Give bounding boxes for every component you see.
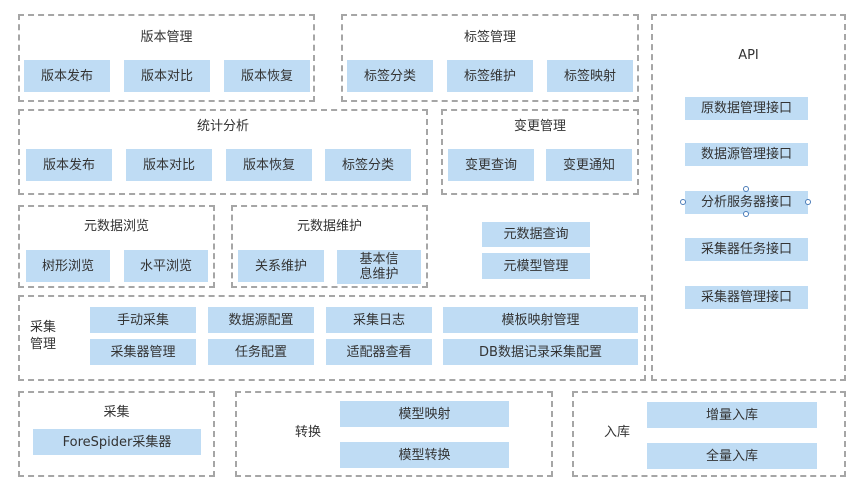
change-management-group: 变更管理 变更查询 变更通知 bbox=[441, 109, 639, 195]
task-config-box[interactable]: 任务配置 bbox=[208, 339, 314, 365]
source-data-manage-api-box[interactable]: 原数据管理接口 bbox=[685, 97, 808, 120]
collect-group: 采集 ForeSpider采集器 bbox=[18, 391, 215, 477]
incremental-store-box[interactable]: 增量入库 bbox=[647, 402, 817, 428]
change-management-title: 变更管理 bbox=[513, 119, 566, 134]
stats-version-restore-box[interactable]: 版本恢复 bbox=[226, 149, 312, 181]
tag-classify-box[interactable]: 标签分类 bbox=[347, 60, 433, 92]
relation-maintain-box[interactable]: 关系维护 bbox=[238, 250, 324, 282]
full-store-box[interactable]: 全量入库 bbox=[647, 443, 817, 469]
stats-tag-classify-box[interactable]: 标签分类 bbox=[325, 149, 411, 181]
version-restore-box[interactable]: 版本恢复 bbox=[224, 60, 310, 92]
tag-management-title: 标签管理 bbox=[463, 30, 516, 45]
db-record-collect-config-box[interactable]: DB数据记录采集配置 bbox=[443, 339, 638, 365]
change-notify-box[interactable]: 变更通知 bbox=[546, 149, 632, 181]
manual-collect-box[interactable]: 手动采集 bbox=[90, 307, 196, 333]
version-publish-box[interactable]: 版本发布 bbox=[24, 60, 110, 92]
selection-handle-left[interactable] bbox=[680, 199, 686, 205]
tag-maintain-box[interactable]: 标签维护 bbox=[447, 60, 533, 92]
store-label: 入库 bbox=[604, 425, 631, 440]
adapter-view-box[interactable]: 适配器查看 bbox=[326, 339, 432, 365]
horizontal-browse-box[interactable]: 水平浏览 bbox=[124, 250, 208, 282]
tree-browse-box[interactable]: 树形浏览 bbox=[26, 250, 110, 282]
tag-management-group: 标签管理 标签分类 标签维护 标签映射 bbox=[341, 14, 639, 102]
datasource-config-box[interactable]: 数据源配置 bbox=[208, 307, 314, 333]
metadata-query-box[interactable]: 元数据查询 bbox=[482, 222, 590, 247]
model-convert-box[interactable]: 模型转换 bbox=[340, 442, 509, 468]
datasource-manage-api-box[interactable]: 数据源管理接口 bbox=[685, 143, 808, 166]
selection-handle-bottom[interactable] bbox=[743, 211, 749, 217]
statistics-group: 统计分析 版本发布 版本对比 版本恢复 标签分类 bbox=[18, 109, 428, 195]
api-title: API bbox=[738, 48, 759, 63]
store-group: 入库 增量入库 全量入库 bbox=[572, 391, 846, 477]
model-mapping-box[interactable]: 模型映射 bbox=[340, 401, 509, 427]
basic-info-maintain-box[interactable]: 基本信息维护 bbox=[337, 250, 421, 284]
stats-version-publish-box[interactable]: 版本发布 bbox=[26, 149, 112, 181]
meta-model-manage-box[interactable]: 元模型管理 bbox=[482, 253, 590, 279]
metadata-maintain-title: 元数据维护 bbox=[296, 219, 362, 234]
collect-management-group: 采集管理 手动采集 数据源配置 采集日志 模板映射管理 采集器管理 任务配置 适… bbox=[18, 295, 646, 381]
collector-task-api-box[interactable]: 采集器任务接口 bbox=[685, 238, 808, 261]
analysis-server-api-box[interactable]: 分析服务器接口 bbox=[685, 191, 808, 214]
tag-mapping-box[interactable]: 标签映射 bbox=[547, 60, 633, 92]
collector-manage-box[interactable]: 采集器管理 bbox=[90, 339, 196, 365]
change-query-box[interactable]: 变更查询 bbox=[448, 149, 534, 181]
convert-group: 转换 模型映射 模型转换 bbox=[235, 391, 553, 477]
stats-version-compare-box[interactable]: 版本对比 bbox=[126, 149, 212, 181]
template-mapping-box[interactable]: 模板映射管理 bbox=[443, 307, 638, 333]
collect-title: 采集 bbox=[103, 405, 130, 420]
version-management-title: 版本管理 bbox=[140, 30, 193, 45]
metadata-browse-group: 元数据浏览 树形浏览 水平浏览 bbox=[18, 205, 215, 288]
metadata-browse-title: 元数据浏览 bbox=[83, 219, 149, 234]
version-management-group: 版本管理 版本发布 版本对比 版本恢复 bbox=[18, 14, 315, 102]
selection-handle-top[interactable] bbox=[743, 186, 749, 192]
version-compare-box[interactable]: 版本对比 bbox=[124, 60, 210, 92]
selection-handle-right[interactable] bbox=[805, 199, 811, 205]
collector-manage-api-box[interactable]: 采集器管理接口 bbox=[685, 286, 808, 309]
collect-log-box[interactable]: 采集日志 bbox=[326, 307, 432, 333]
api-group: API 原数据管理接口 数据源管理接口 分析服务器接口 采集器任务接口 采集器管… bbox=[651, 14, 846, 381]
statistics-title: 统计分析 bbox=[196, 119, 249, 134]
convert-label: 转换 bbox=[295, 425, 322, 440]
collect-management-label: 采集管理 bbox=[30, 320, 57, 352]
forespider-collector-box[interactable]: ForeSpider采集器 bbox=[33, 429, 201, 455]
metadata-maintain-group: 元数据维护 关系维护 基本信息维护 bbox=[231, 205, 428, 288]
